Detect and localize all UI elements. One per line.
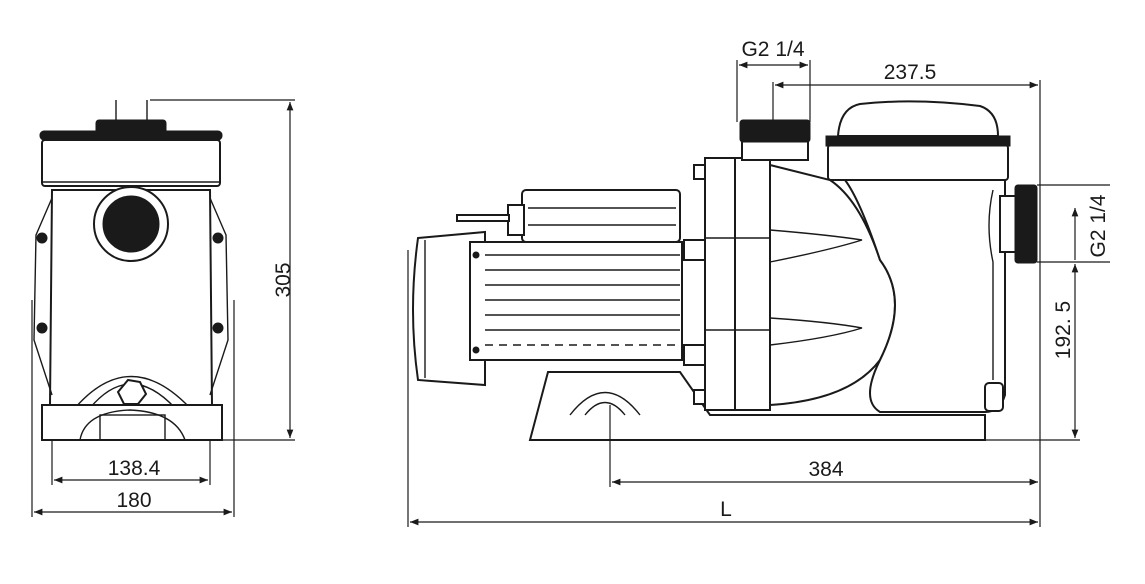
front-dimensions: 305 138.4 180 bbox=[31, 99, 295, 517]
dim-237-5-label: 237.5 bbox=[884, 61, 937, 84]
width-180-label: 180 bbox=[116, 489, 151, 512]
side-view bbox=[412, 100, 1038, 441]
overall-length-label: L bbox=[720, 498, 732, 521]
front-view bbox=[33, 100, 229, 441]
dim-192-5-label: 192. 5 bbox=[1052, 301, 1075, 359]
side-dimensions: G2 1/4 237.5 G2 1/4 192. 5 384 L bbox=[407, 38, 1110, 527]
height-305-label: 305 bbox=[272, 262, 295, 297]
side-port-size-label: G2 1/4 bbox=[1087, 194, 1110, 257]
width-138-4-label: 138.4 bbox=[108, 457, 161, 480]
top-port-size-label: G2 1/4 bbox=[741, 38, 804, 61]
dim-384-label: 384 bbox=[808, 458, 843, 481]
